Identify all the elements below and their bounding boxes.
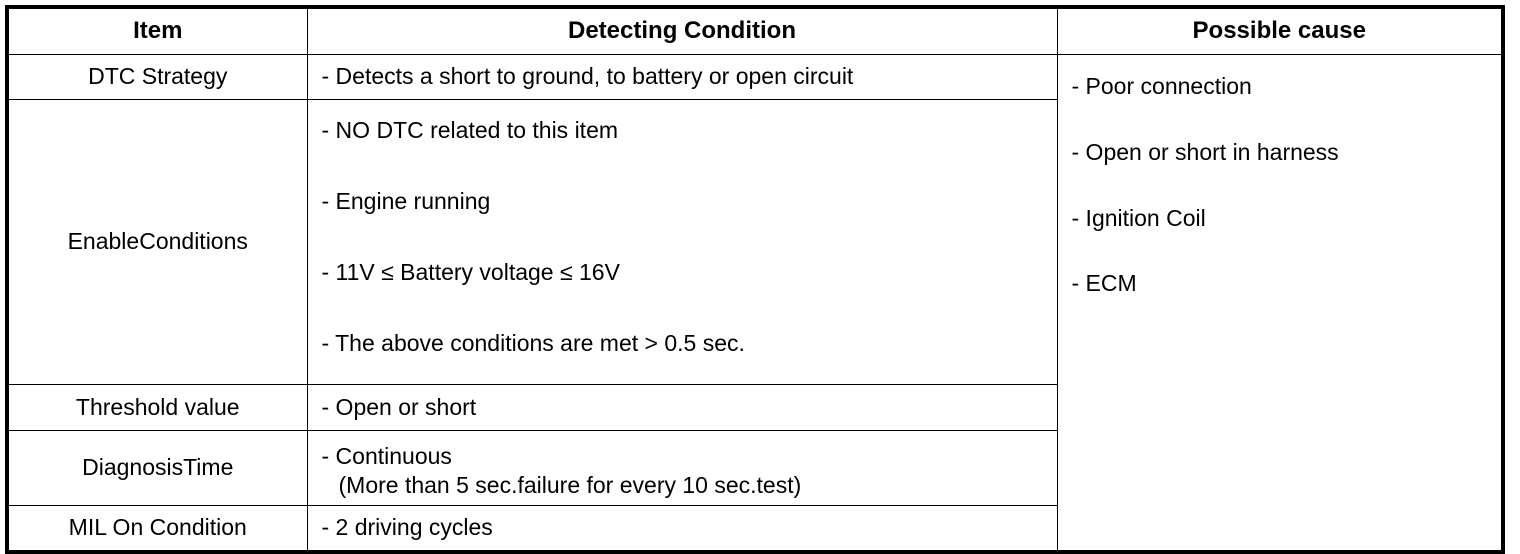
- table-row-dtc-strategy: DTC Strategy - Detects a short to ground…: [6, 54, 1504, 553]
- cell-item-threshold-value: Threshold value: [6, 384, 308, 431]
- condition-line: - Open or short: [321, 393, 477, 420]
- cell-possible-cause: - Poor connection - Open or short in har…: [1056, 54, 1504, 553]
- condition-subline: (More than 5 sec.failure for every 10 se…: [338, 472, 802, 498]
- column-header-possible-cause: Possible cause: [1056, 6, 1504, 55]
- condition-line: - Detects a short to ground, to battery …: [321, 63, 854, 90]
- dtc-diagnostic-table: Item Detecting Condition Possible cause …: [5, 5, 1505, 554]
- cell-condition-dtc-strategy: - Detects a short to ground, to battery …: [306, 54, 1058, 100]
- cell-item-enable-conditions: EnableConditions: [6, 99, 308, 385]
- list-item: - Engine running: [321, 188, 491, 214]
- cell-item-diagnosis-time: DiagnosisTime: [6, 430, 308, 506]
- list-item: - Poor connection: [1071, 73, 1252, 99]
- column-header-detecting-condition: Detecting Condition: [306, 6, 1058, 55]
- condition-line: - 2 driving cycles: [321, 514, 493, 541]
- table-body: DTC Strategy - Detects a short to ground…: [6, 54, 1504, 553]
- cell-item-mil-on-condition: MIL On Condition: [6, 505, 308, 553]
- list-item: - The above conditions are met > 0.5 sec…: [321, 330, 745, 356]
- diagnosis-time-lines: - Continuous (More than 5 sec.failure fo…: [322, 436, 1057, 501]
- list-item: - Open or short in harness: [1071, 139, 1339, 165]
- list-item: - 11V ≤ Battery voltage ≤ 16V: [321, 259, 620, 285]
- header-row: Item Detecting Condition Possible cause: [6, 6, 1504, 55]
- table-row-diagnosis-time: DiagnosisTime - Continuous (More than 5 …: [6, 430, 1503, 506]
- table-row-enable-conditions: EnableConditions - NO DTC related to thi…: [6, 99, 1503, 385]
- condition-line: - Continuous: [321, 442, 452, 469]
- list-item: - ECM: [1071, 270, 1137, 296]
- list-item: - NO DTC related to this item: [321, 117, 619, 143]
- column-header-item: Item: [6, 6, 308, 55]
- enable-conditions-list: - NO DTC related to this item - Engine r…: [322, 100, 1057, 384]
- cell-condition-diagnosis-time: - Continuous (More than 5 sec.failure fo…: [306, 430, 1058, 506]
- cell-condition-enable-conditions: - NO DTC related to this item - Engine r…: [306, 99, 1058, 385]
- cell-condition-mil-on-condition: - 2 driving cycles: [306, 505, 1058, 553]
- list-item: - Ignition Coil: [1071, 205, 1206, 231]
- cell-item-dtc-strategy: DTC Strategy: [6, 54, 308, 100]
- table-header: Item Detecting Condition Possible cause: [6, 6, 1504, 55]
- cell-condition-threshold-value: - Open or short: [306, 384, 1058, 431]
- document-sheet: Item Detecting Condition Possible cause …: [5, 5, 1505, 554]
- possible-cause-list: - Poor connection - Open or short in har…: [1072, 55, 1502, 550]
